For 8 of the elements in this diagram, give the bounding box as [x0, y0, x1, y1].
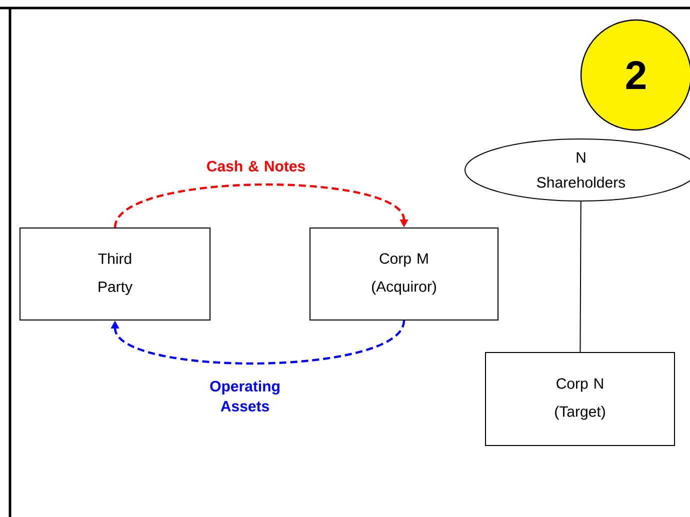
arrow	[114, 183, 408, 228]
number-badge: 2	[580, 19, 690, 131]
entity-box: Corp N (Target)	[485, 352, 675, 446]
arrow	[110, 320, 406, 365]
entity-box: Third Party	[20, 228, 210, 320]
edge-label: Cash & Notes	[207, 160, 305, 172]
edge-label: Operating Assets	[210, 380, 280, 412]
entity-box: Corp M (Acquiror)	[310, 228, 498, 320]
